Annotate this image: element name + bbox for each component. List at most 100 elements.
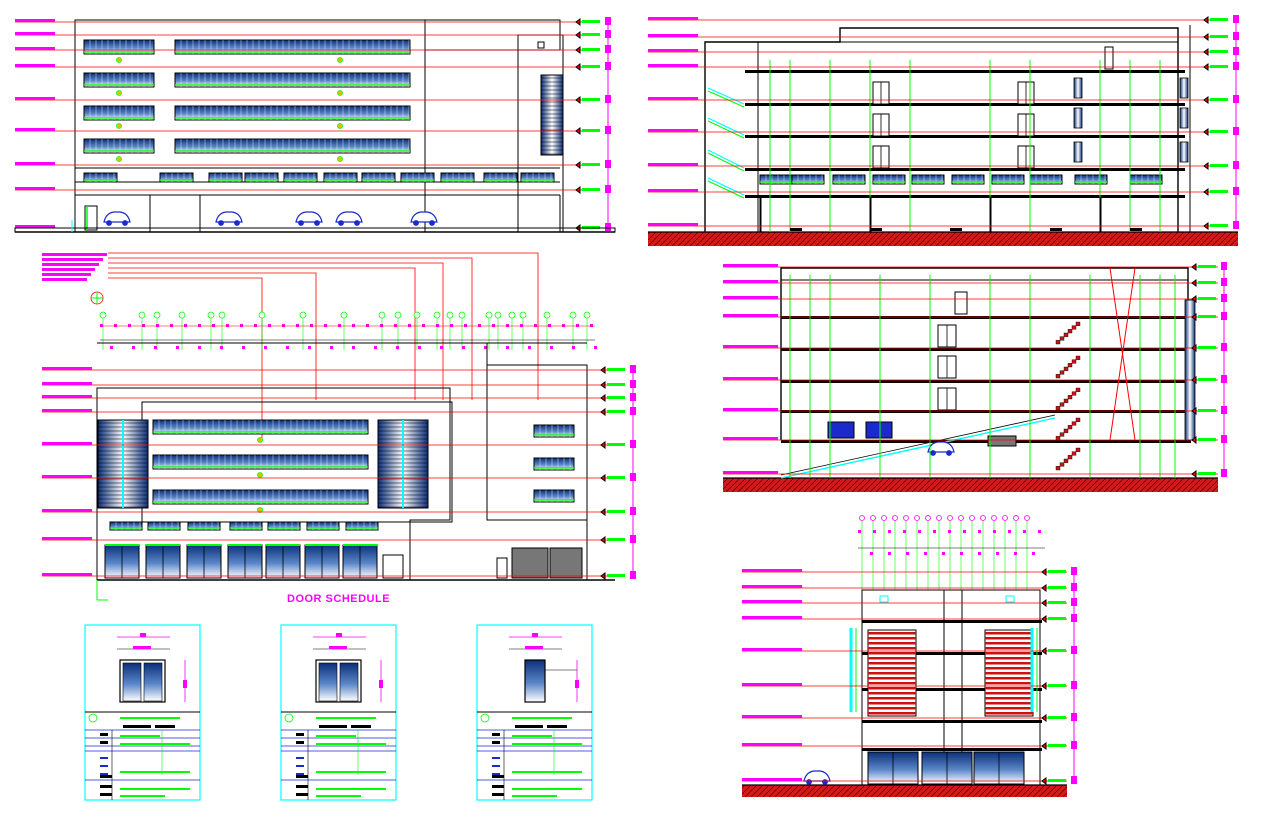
dim-tick (374, 346, 377, 349)
dim-tick (630, 393, 636, 401)
level-tag-right (1048, 601, 1066, 604)
dim-tick (562, 324, 565, 327)
dim-tick (336, 633, 342, 637)
level-label-left (15, 32, 55, 35)
table-text (351, 725, 371, 728)
fixture-marker (116, 123, 122, 129)
leader (108, 262, 444, 400)
grid-bubble (892, 515, 898, 521)
window-small (345, 521, 379, 531)
level-tag-right (1198, 281, 1216, 284)
cross-section (742, 515, 1077, 797)
level-label-left (42, 367, 92, 370)
dim-label (525, 646, 543, 649)
level-label-left (15, 128, 55, 131)
window-small (267, 521, 301, 531)
window-small (791, 174, 825, 185)
dim-tick (1221, 406, 1227, 414)
level-arrow (1191, 436, 1197, 444)
level-label-left (648, 49, 698, 52)
pier (989, 197, 992, 233)
level-arrow (1041, 682, 1047, 690)
table-text (512, 717, 572, 719)
level-tag-right (1210, 35, 1228, 38)
level-arrow (1203, 16, 1209, 24)
dim-tick (1071, 567, 1077, 575)
window-small (361, 172, 396, 183)
grid-bubble (859, 515, 865, 521)
door-leaf (143, 662, 163, 702)
level-arrow (575, 161, 581, 169)
level-arrow (600, 572, 606, 580)
dim-tick (1032, 552, 1035, 555)
level-arrow (575, 186, 581, 194)
level-arrow (575, 46, 581, 54)
floor-slab (781, 440, 1191, 443)
level-tag-right (1048, 716, 1066, 719)
level-arrow (1191, 344, 1197, 352)
fixture-marker (116, 57, 122, 63)
dim-tick (572, 346, 575, 349)
level-tag-right (607, 368, 625, 371)
level-label-left (742, 585, 802, 588)
table-text (515, 725, 543, 728)
dim-tick (1071, 741, 1077, 749)
level-label-left (15, 225, 55, 228)
dim-tick (575, 680, 579, 688)
dim-tick (310, 324, 313, 327)
dim-tick (630, 440, 636, 448)
dim-tick (198, 324, 201, 327)
grid-bubble (1002, 515, 1008, 521)
longitudinal-section-a (648, 15, 1239, 246)
car-icon (295, 211, 323, 226)
dim-tick (478, 324, 481, 327)
window-narrow (1179, 77, 1189, 99)
level-arrow (1191, 295, 1197, 303)
table-text (120, 717, 180, 719)
stair-rail (707, 152, 745, 172)
table-text (296, 757, 304, 759)
table-text (120, 771, 190, 773)
dim-tick (630, 571, 636, 579)
fixture-marker (257, 507, 263, 513)
dim-tick (296, 324, 299, 327)
dim-tick (1233, 15, 1239, 23)
dim-tick (450, 324, 453, 327)
table-text (296, 785, 308, 788)
level-label-left (648, 97, 698, 100)
grid-bubble (153, 311, 161, 319)
level-tag-right (607, 443, 625, 446)
level-arrow (575, 18, 581, 26)
floor-slab (862, 720, 1042, 723)
level-tag-right (582, 98, 600, 101)
level-label-left (42, 395, 92, 398)
table-text (316, 717, 376, 719)
ground-hatch (742, 785, 1067, 797)
window-small (323, 172, 358, 183)
dim-tick (254, 324, 257, 327)
table-text (319, 725, 347, 728)
dim-tick (1071, 598, 1077, 606)
level-tag-right (1048, 586, 1066, 589)
level-arrow (575, 127, 581, 135)
car-icon (927, 441, 955, 456)
table-text (100, 785, 112, 788)
window-small (208, 172, 243, 183)
car-icon (215, 211, 243, 226)
stair-flight (1055, 447, 1081, 471)
dim-tick (352, 346, 355, 349)
garage-ramp (511, 547, 549, 579)
grid-bubble (99, 311, 107, 319)
level-label-left (742, 600, 802, 603)
level-label-left (42, 509, 92, 512)
stair-flight (1055, 387, 1081, 411)
dim-tick (605, 126, 611, 134)
level-label-left (15, 64, 55, 67)
dim-tick (605, 17, 611, 25)
dim-tick (924, 552, 927, 555)
floor-slab (781, 410, 1191, 413)
dim-tick (140, 633, 146, 637)
window-narrow (1073, 107, 1083, 129)
dim-tick (870, 552, 873, 555)
window-small (159, 172, 194, 183)
